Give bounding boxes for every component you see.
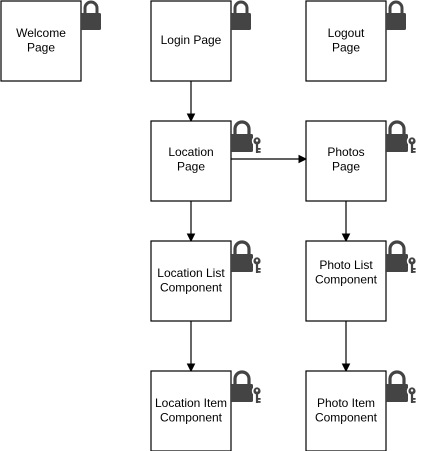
node-label-line: Location Item (155, 396, 227, 410)
lock-with-key-icon (231, 240, 263, 273)
lock-with-key-icon (231, 370, 263, 403)
lock-icon (231, 0, 251, 30)
lock-with-key-icon (231, 120, 263, 153)
lock-icon (386, 0, 406, 30)
node-box (0, 0, 82, 82)
node-box (150, 370, 232, 451)
node-label-line: Component (160, 280, 223, 294)
node-label-line: Photo Item (317, 396, 375, 410)
lock-with-key-icon (386, 120, 418, 153)
node-box (305, 120, 387, 202)
node-label-line: Page (332, 40, 360, 54)
edge-photos-page-to-photo-list-component (341, 201, 351, 243)
node-label-line: Location (168, 145, 213, 159)
node-login-page: Login Page (150, 0, 232, 82)
node-label-line: Page (332, 159, 360, 173)
node-box (150, 240, 232, 322)
edge-photo-list-component-to-photo-item-component (341, 321, 351, 373)
node-label-line: Welcome (16, 26, 66, 40)
node-label-line: Component (315, 410, 378, 424)
edges-layer (186, 81, 351, 373)
node-label-line: Logout (328, 26, 365, 40)
lock-with-key-icon (386, 370, 418, 403)
node-box (150, 0, 232, 82)
node-label: Login Page (161, 33, 222, 47)
edge-location-list-component-to-location-item-component (186, 321, 196, 373)
node-label-line: Login Page (161, 33, 222, 47)
node-label-line: Location List (157, 266, 225, 280)
lock-icon (81, 0, 101, 30)
node-box (305, 370, 387, 451)
node-label-line: Page (177, 159, 205, 173)
node-label-line: Component (315, 272, 378, 286)
node-box (305, 240, 387, 322)
edge-location-page-to-location-list-component (186, 201, 196, 243)
node-label-line: Photos (327, 145, 364, 159)
edge-login-page-to-location-page (186, 81, 196, 123)
node-label-line: Page (27, 40, 55, 54)
node-label-line: Photo List (319, 258, 373, 272)
node-box (150, 120, 232, 202)
node-label-line: Component (160, 410, 223, 424)
edge-location-page-to-photos-page (231, 154, 308, 164)
node-box (305, 0, 387, 82)
lock-with-key-icon (386, 240, 418, 273)
